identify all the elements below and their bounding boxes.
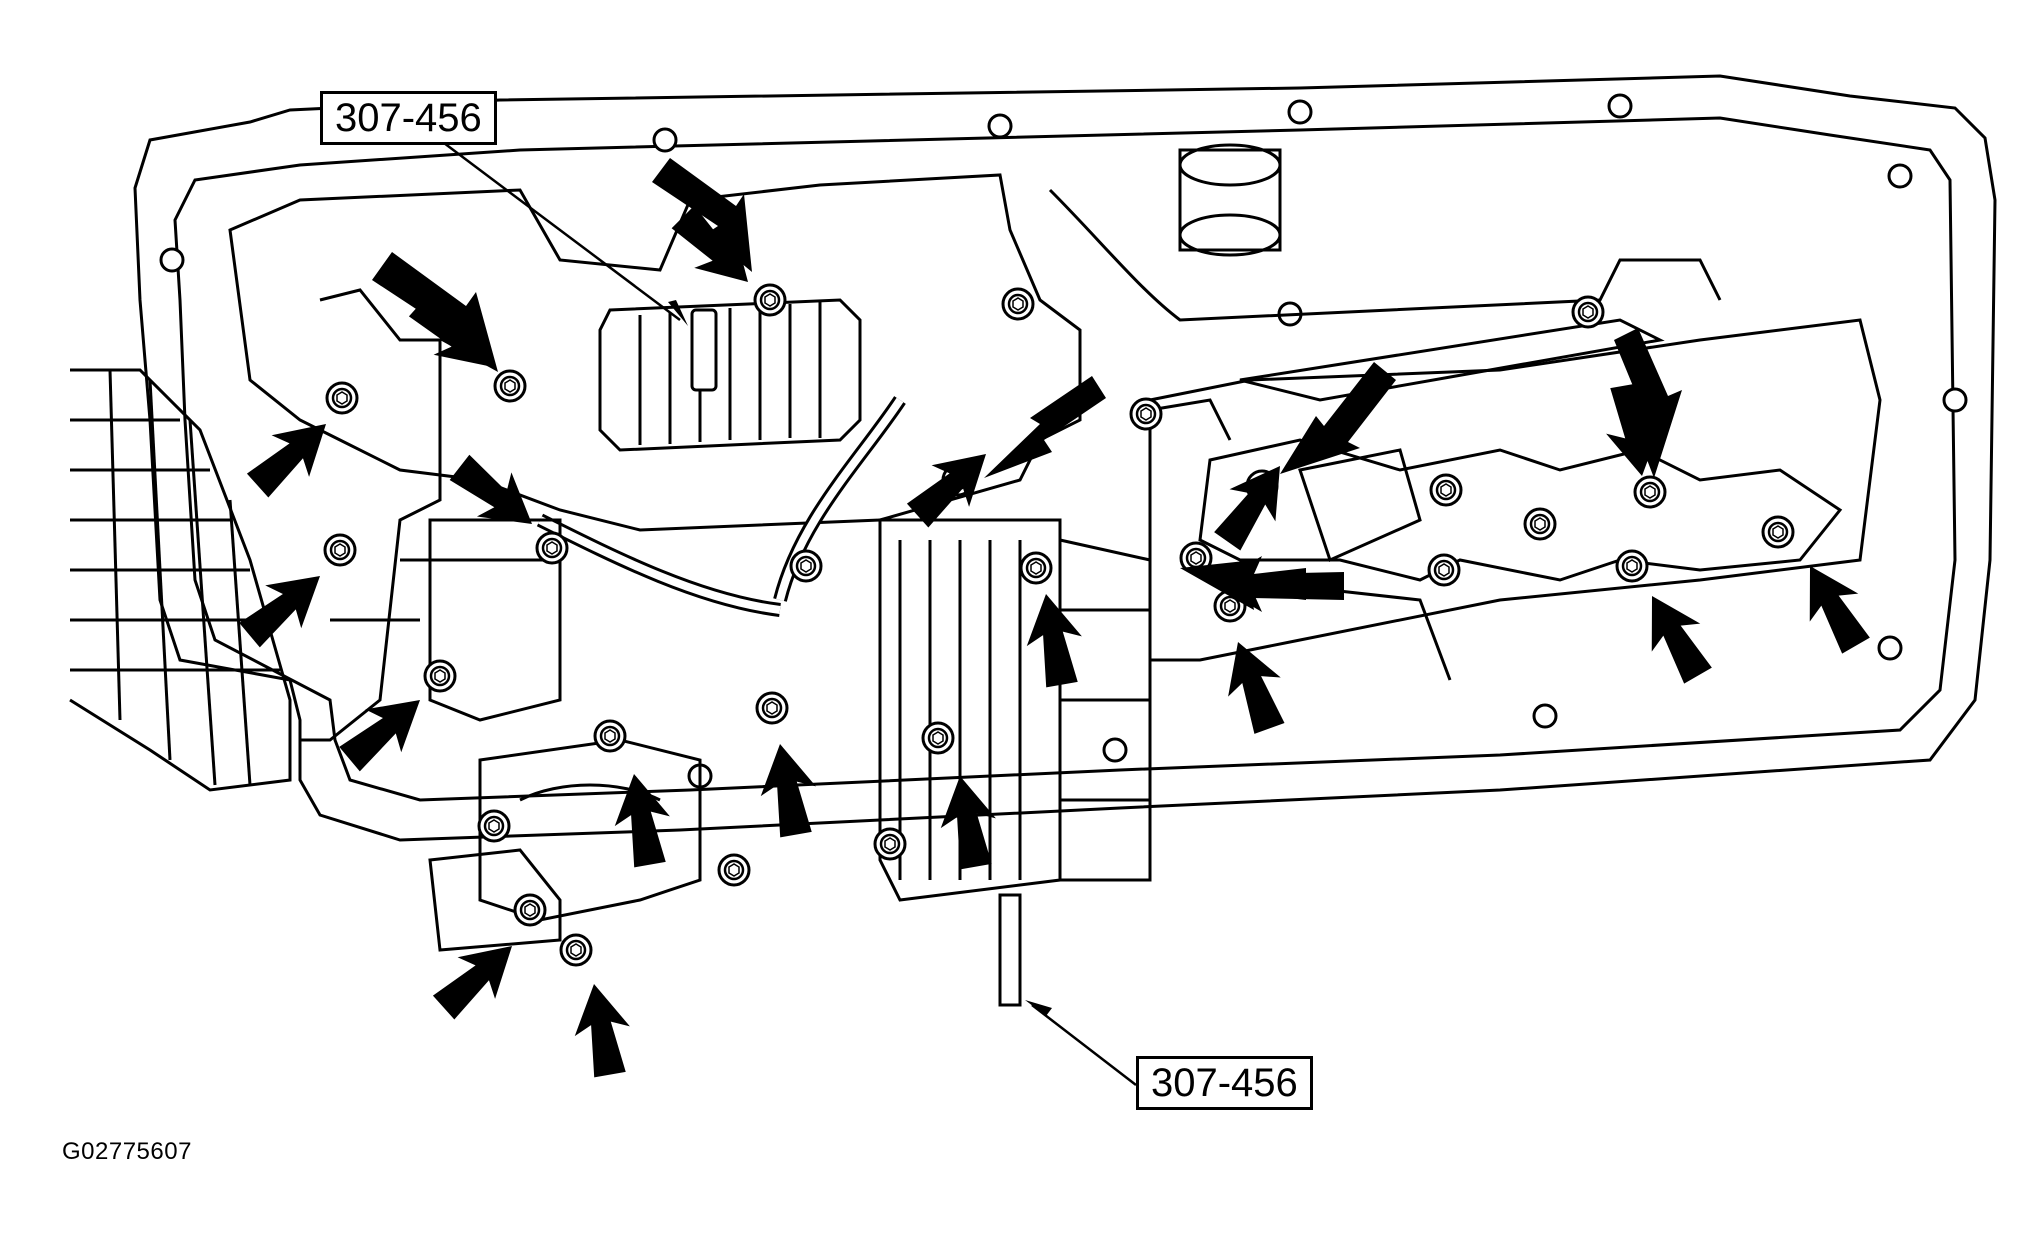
arrow-icon: [1614, 328, 1682, 478]
bolt-icon: [753, 283, 787, 317]
bolt-icon: [717, 853, 751, 887]
arrow-icon: [424, 925, 531, 1029]
bolt-icon: [789, 549, 823, 583]
bolt-icon: [423, 659, 457, 693]
leader-lines: [439, 139, 1137, 1086]
bolt-icon: [921, 721, 955, 755]
tool-callout-top: 307-456: [320, 91, 497, 145]
bolt-icon: [477, 809, 511, 843]
bolt-icon: [1571, 295, 1605, 329]
valve-body: [228, 143, 1882, 952]
arrow-icon: [652, 158, 752, 272]
bolt-icon: [1427, 553, 1461, 587]
arrow-icon: [1018, 589, 1090, 690]
bolt-icon: [535, 531, 569, 565]
arrow-icon: [984, 376, 1106, 478]
bolt-icon: [873, 827, 907, 861]
arrow-icon: [1280, 362, 1396, 474]
bolt-icon: [593, 719, 627, 753]
bolt-icon: [1129, 397, 1163, 431]
bolt-icon: [1523, 507, 1557, 541]
bolt-icon: [559, 933, 593, 967]
arrow-icon: [331, 678, 438, 781]
bolt-icon: [1615, 549, 1649, 583]
tool-callout-bottom: 307-456: [1136, 1056, 1313, 1110]
filter-screen: [69, 368, 292, 792]
arrow-icon: [1180, 560, 1344, 610]
arrow-icon: [606, 769, 678, 870]
figure-id: G02775607: [62, 1138, 192, 1165]
bolt-icon: [1429, 473, 1463, 507]
bolt-icon: [1001, 287, 1035, 321]
alignment-pins: [690, 308, 1022, 1007]
flange-holes: [159, 93, 1968, 789]
arrows-extra: [372, 158, 1682, 610]
arrow-icon: [442, 445, 550, 547]
bolt-icon: [1633, 475, 1667, 509]
arrow-icon: [932, 771, 1004, 872]
bolt-icon: [325, 381, 359, 415]
arrow-icon: [1627, 582, 1723, 690]
arrow-icon: [372, 252, 498, 372]
bolt-icon: [1761, 515, 1795, 549]
bolt-icon: [1019, 551, 1053, 585]
bolt-icon: [323, 533, 357, 567]
arrow-icon: [238, 403, 345, 507]
arrow-icon: [566, 979, 638, 1080]
bolt-icon: [755, 691, 789, 725]
pan-flange: [133, 74, 1997, 842]
bolt-icon: [493, 369, 527, 403]
leader-arrowhead-top: [668, 300, 688, 326]
leader-arrowhead-bottom: [1025, 1000, 1052, 1016]
bolt-icon: [513, 893, 547, 927]
